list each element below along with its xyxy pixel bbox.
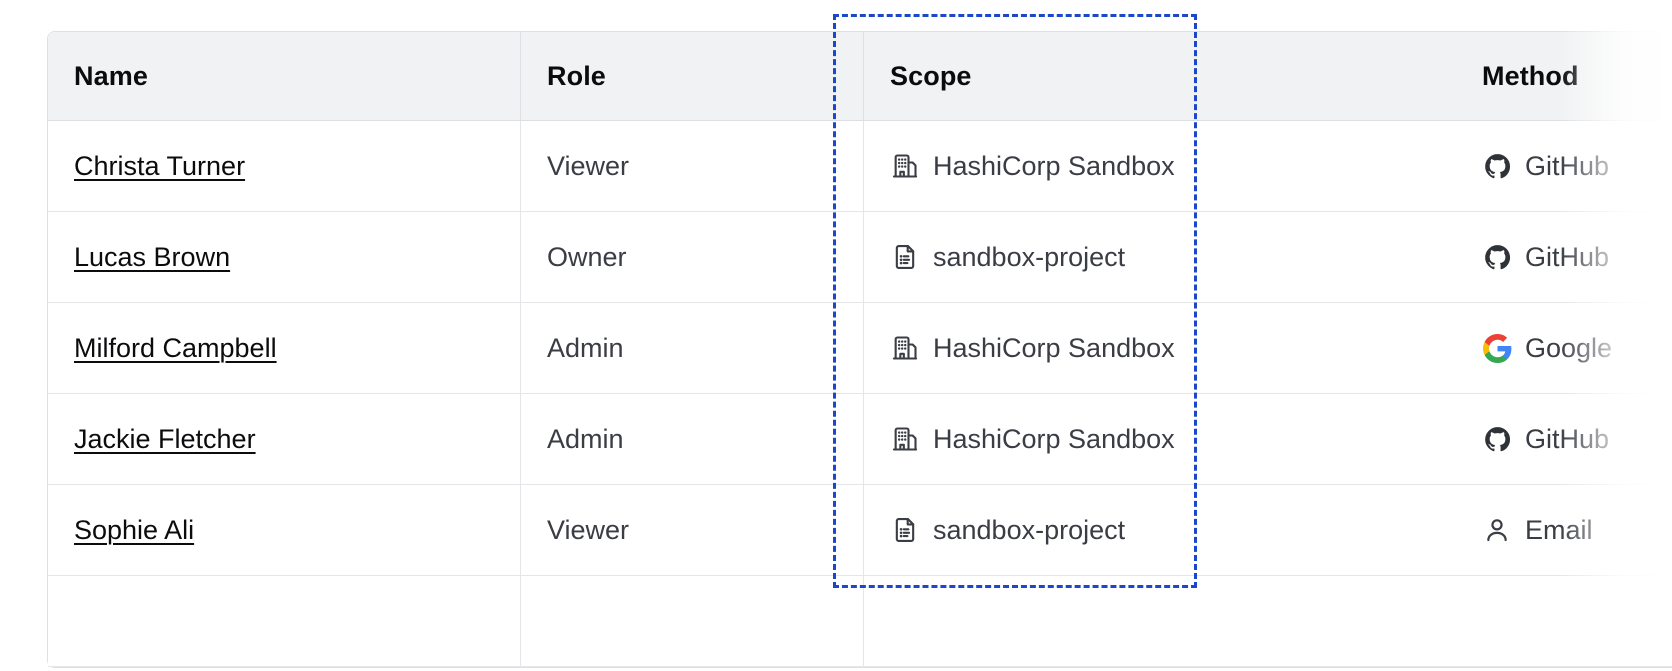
table-row xyxy=(48,576,1672,667)
scope-label: HashiCorp Sandbox xyxy=(933,423,1175,454)
google-icon xyxy=(1482,333,1512,363)
cell-scope: HashiCorp Sandbox xyxy=(864,303,1456,394)
column-header-name[interactable]: Name xyxy=(48,32,521,121)
table-row: Christa Turner Viewer xyxy=(48,121,1672,212)
cell-name xyxy=(48,576,521,667)
project-document-icon xyxy=(890,242,920,272)
cell-role xyxy=(521,576,864,667)
members-table-screen: Name Role Scope Method Christa Turner Vi… xyxy=(47,0,1672,668)
cell-name: Christa Turner xyxy=(48,121,521,212)
organization-building-icon xyxy=(890,424,920,454)
table-row: Sophie Ali Viewer xyxy=(48,485,1672,576)
cell-name: Milford Campbell xyxy=(48,303,521,394)
github-icon xyxy=(1482,424,1512,454)
table-row: Milford Campbell Admin xyxy=(48,303,1672,394)
table-body: Christa Turner Viewer xyxy=(48,121,1672,667)
github-icon xyxy=(1482,242,1512,272)
column-header-role[interactable]: Role xyxy=(521,32,864,121)
organization-building-icon xyxy=(890,333,920,363)
cell-method: Google xyxy=(1456,303,1672,394)
cell-scope: sandbox-project xyxy=(864,485,1456,576)
cell-name: Sophie Ali xyxy=(48,485,521,576)
members-table: Name Role Scope Method Christa Turner Vi… xyxy=(47,31,1672,668)
members-table-scroll-container[interactable]: Name Role Scope Method Christa Turner Vi… xyxy=(47,31,1672,671)
cell-name: Jackie Fletcher xyxy=(48,394,521,485)
method-label: GitHub xyxy=(1525,241,1610,272)
cell-role: Viewer xyxy=(521,485,864,576)
method-label: GitHub xyxy=(1525,423,1610,454)
cell-method: GitHub xyxy=(1456,394,1672,485)
cell-method: GitHub xyxy=(1456,212,1672,303)
table-header: Name Role Scope Method xyxy=(48,32,1672,121)
member-name-link[interactable]: Jackie Fletcher xyxy=(74,423,256,454)
table-row: Jackie Fletcher Admin xyxy=(48,394,1672,485)
method-label: Email xyxy=(1525,514,1593,545)
column-header-method[interactable]: Method xyxy=(1456,32,1672,121)
column-header-scope[interactable]: Scope xyxy=(864,32,1456,121)
cell-method: GitHub xyxy=(1456,121,1672,212)
cell-role: Owner xyxy=(521,212,864,303)
organization-building-icon xyxy=(890,151,920,181)
cell-role: Admin xyxy=(521,394,864,485)
cell-scope: HashiCorp Sandbox xyxy=(864,394,1456,485)
github-icon xyxy=(1482,151,1512,181)
cell-scope: sandbox-project xyxy=(864,212,1456,303)
user-person-icon xyxy=(1482,515,1512,545)
project-document-icon xyxy=(890,515,920,545)
member-name-link[interactable]: Lucas Brown xyxy=(74,241,231,272)
scope-label: sandbox-project xyxy=(933,514,1126,545)
scope-label: sandbox-project xyxy=(933,241,1126,272)
method-label: GitHub xyxy=(1525,150,1610,181)
table-row: Lucas Brown Owner xyxy=(48,212,1672,303)
cell-role: Admin xyxy=(521,303,864,394)
cell-scope xyxy=(864,576,1456,667)
cell-method xyxy=(1456,576,1672,667)
method-label: Google xyxy=(1525,332,1613,363)
cell-role: Viewer xyxy=(521,121,864,212)
member-name-link[interactable]: Christa Turner xyxy=(74,150,246,181)
cell-name: Lucas Brown xyxy=(48,212,521,303)
scope-label: HashiCorp Sandbox xyxy=(933,332,1175,363)
member-name-link[interactable]: Sophie Ali xyxy=(74,514,195,545)
table-header-row: Name Role Scope Method xyxy=(48,32,1672,121)
member-name-link[interactable]: Milford Campbell xyxy=(74,332,277,363)
scope-label: HashiCorp Sandbox xyxy=(933,150,1175,181)
cell-method: Email xyxy=(1456,485,1672,576)
cell-scope: HashiCorp Sandbox xyxy=(864,121,1456,212)
